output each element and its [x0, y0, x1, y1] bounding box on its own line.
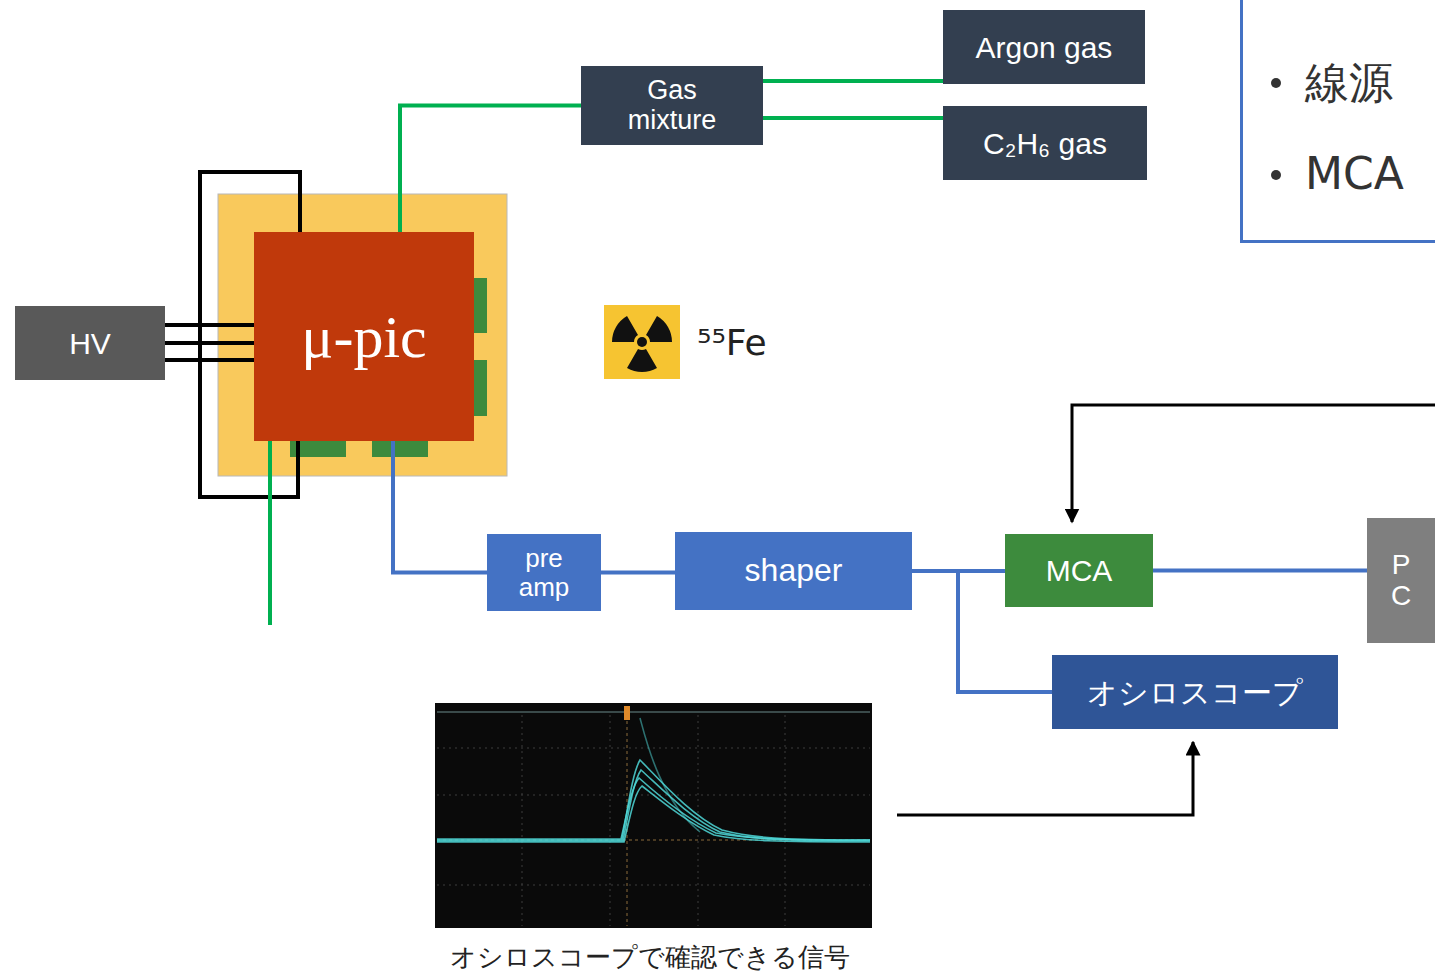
- signal-trace: [437, 718, 870, 842]
- trigger-marker: [624, 706, 630, 720]
- connector-layer: [165, 81, 1367, 692]
- radiation-blade: [627, 349, 657, 372]
- screen-background: [435, 703, 872, 928]
- hv-wire: [165, 323, 254, 327]
- connector: [393, 441, 487, 573]
- source-label: ⁵⁵Fe: [697, 322, 767, 363]
- hv-wire: [165, 358, 254, 362]
- gas-box: C₂H₆ gas: [943, 106, 1147, 180]
- radiation-symbol: [604, 305, 680, 379]
- radiation-blade: [646, 316, 672, 342]
- box-label: Gas mixture: [612, 76, 732, 134]
- connector-pad: [472, 278, 487, 333]
- shaper-box: shaper: [675, 532, 912, 610]
- oscilloscope-box: オシロスコープ: [1052, 655, 1338, 729]
- mca-box: MCA: [1005, 534, 1153, 607]
- note-text: MCA: [1305, 150, 1404, 198]
- box-label: HV: [69, 327, 111, 360]
- mixer-box: Gas mixture: [581, 66, 763, 145]
- radiation-center: [637, 337, 647, 347]
- power-supply-box: HV: [15, 306, 165, 380]
- box-label: Argon gas: [976, 31, 1113, 64]
- box-label: shaper: [745, 553, 843, 588]
- bullet-dot: [1271, 170, 1281, 180]
- box-label: MCA: [1046, 554, 1113, 587]
- bullet-dot: [1271, 78, 1281, 88]
- box-label: C₂H₆ gas: [983, 127, 1107, 160]
- detector-board: [218, 194, 507, 476]
- screen-pointer-arrow: [897, 742, 1193, 815]
- radiation-blade: [612, 316, 638, 342]
- connector: [1153, 569, 1367, 573]
- notes-panel: 線源 MCA: [1240, 0, 1435, 243]
- screen-crosshair: [437, 715, 870, 926]
- connector: [400, 106, 581, 233]
- note-text: 線源: [1305, 59, 1393, 107]
- connector: [763, 116, 943, 120]
- pc-box: PC: [1367, 518, 1435, 643]
- gas-box: Argon gas: [943, 10, 1145, 84]
- connector-pad: [372, 439, 428, 457]
- screen-grid: [437, 715, 870, 926]
- box-label: μ-pic: [301, 304, 426, 370]
- screen-caption: オシロスコープで確認できる信号: [420, 940, 880, 975]
- mca-input-arrow: [1072, 405, 1435, 522]
- spacer: [230, 336, 254, 337]
- box-label: オシロスコープ: [1087, 676, 1303, 709]
- bullet-row: 線源: [1271, 59, 1393, 107]
- box-label: pre amp: [504, 544, 584, 600]
- connector-pad: [472, 360, 487, 416]
- connector: [601, 571, 675, 575]
- connector: [763, 79, 943, 83]
- box-label: PC: [1387, 550, 1415, 612]
- gas-outlet: [268, 441, 272, 625]
- detector-box: μ-pic: [254, 232, 474, 441]
- connector: [165, 341, 254, 345]
- screen-topbar: [437, 711, 870, 713]
- bullet-row: MCA: [1271, 150, 1404, 198]
- oscilloscope-screen: [435, 703, 872, 928]
- amplifier-box: pre amp: [487, 534, 601, 611]
